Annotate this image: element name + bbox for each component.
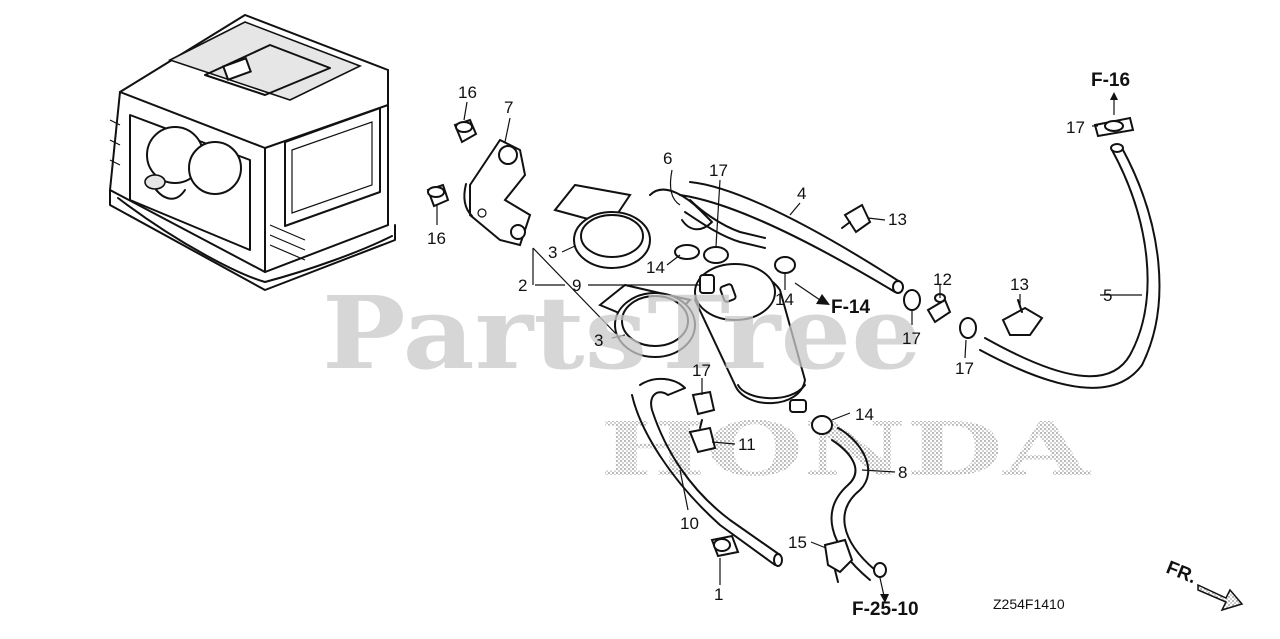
- band-3-lower: [598, 283, 696, 358]
- callout-11: 11: [738, 435, 756, 454]
- clamp-11: [688, 419, 717, 454]
- callout-2: 2: [518, 276, 527, 295]
- hose-5: [979, 143, 1161, 389]
- honda-watermark: HONDA: [600, 407, 1092, 493]
- leader-lines: [436, 92, 1142, 603]
- callout-17: 17: [955, 359, 974, 378]
- clip-14-b: [774, 256, 796, 274]
- clip-17-a: [703, 246, 729, 264]
- diagram-code: Z254F1410: [993, 596, 1065, 612]
- clamp-13-b: [1001, 299, 1044, 336]
- generator-illustration: [108, 13, 396, 291]
- callout-17: 17: [1066, 118, 1085, 137]
- callout-5: 5: [1103, 286, 1112, 305]
- grommet-16-lower: [426, 183, 450, 208]
- callout-14: 14: [855, 405, 874, 424]
- callout-7: 7: [504, 98, 513, 117]
- callout-17: 17: [692, 361, 711, 380]
- partstree-watermark: PartsTree: [322, 274, 922, 392]
- joint-12: [926, 293, 952, 324]
- clip-14-a: [674, 244, 700, 260]
- reference-f14[interactable]: F-14: [831, 297, 871, 318]
- callout-12: 12: [933, 270, 952, 289]
- callout-8: 8: [898, 463, 907, 482]
- clamp-13-a: [841, 203, 872, 234]
- front-direction-label: FR.: [1163, 557, 1199, 588]
- bracket-7: [463, 138, 532, 247]
- clip-17-top: [1093, 116, 1135, 138]
- hose-4: [679, 181, 904, 294]
- callout-16: 16: [427, 229, 446, 248]
- clip-17-c: [959, 317, 977, 339]
- callout-1: 1: [714, 585, 723, 604]
- reference-f16[interactable]: F-16: [1091, 70, 1130, 91]
- callout-17: 17: [709, 161, 728, 180]
- band-3-upper: [553, 183, 651, 269]
- callout-labels: 16 16 7 3 3 2 9 6 17 14 4 13 14 12 17 13…: [427, 83, 1112, 604]
- callout-16: 16: [458, 83, 477, 102]
- hose-10: [631, 377, 783, 567]
- callout-13: 13: [1010, 275, 1029, 294]
- callout-3: 3: [548, 243, 557, 262]
- clip-14-c: [811, 415, 833, 435]
- clip-17-d: [691, 390, 716, 416]
- callout-10: 10: [680, 514, 699, 533]
- callout-6: 6: [663, 149, 672, 168]
- callout-14: 14: [646, 258, 665, 277]
- clip-1: [710, 534, 740, 558]
- callout-17: 17: [902, 329, 921, 348]
- reference-f2510[interactable]: F-25-10: [852, 599, 919, 620]
- callout-15: 15: [788, 533, 807, 552]
- clip-15: [823, 538, 854, 583]
- callout-3: 3: [594, 331, 603, 350]
- front-direction-arrow: FR.: [1163, 557, 1244, 612]
- callout-4: 4: [797, 184, 806, 203]
- callout-13: 13: [888, 210, 907, 229]
- canister: [693, 263, 807, 413]
- grommet-16-upper: [453, 118, 478, 144]
- callout-14: 14: [775, 290, 794, 309]
- callout-9: 9: [572, 276, 581, 295]
